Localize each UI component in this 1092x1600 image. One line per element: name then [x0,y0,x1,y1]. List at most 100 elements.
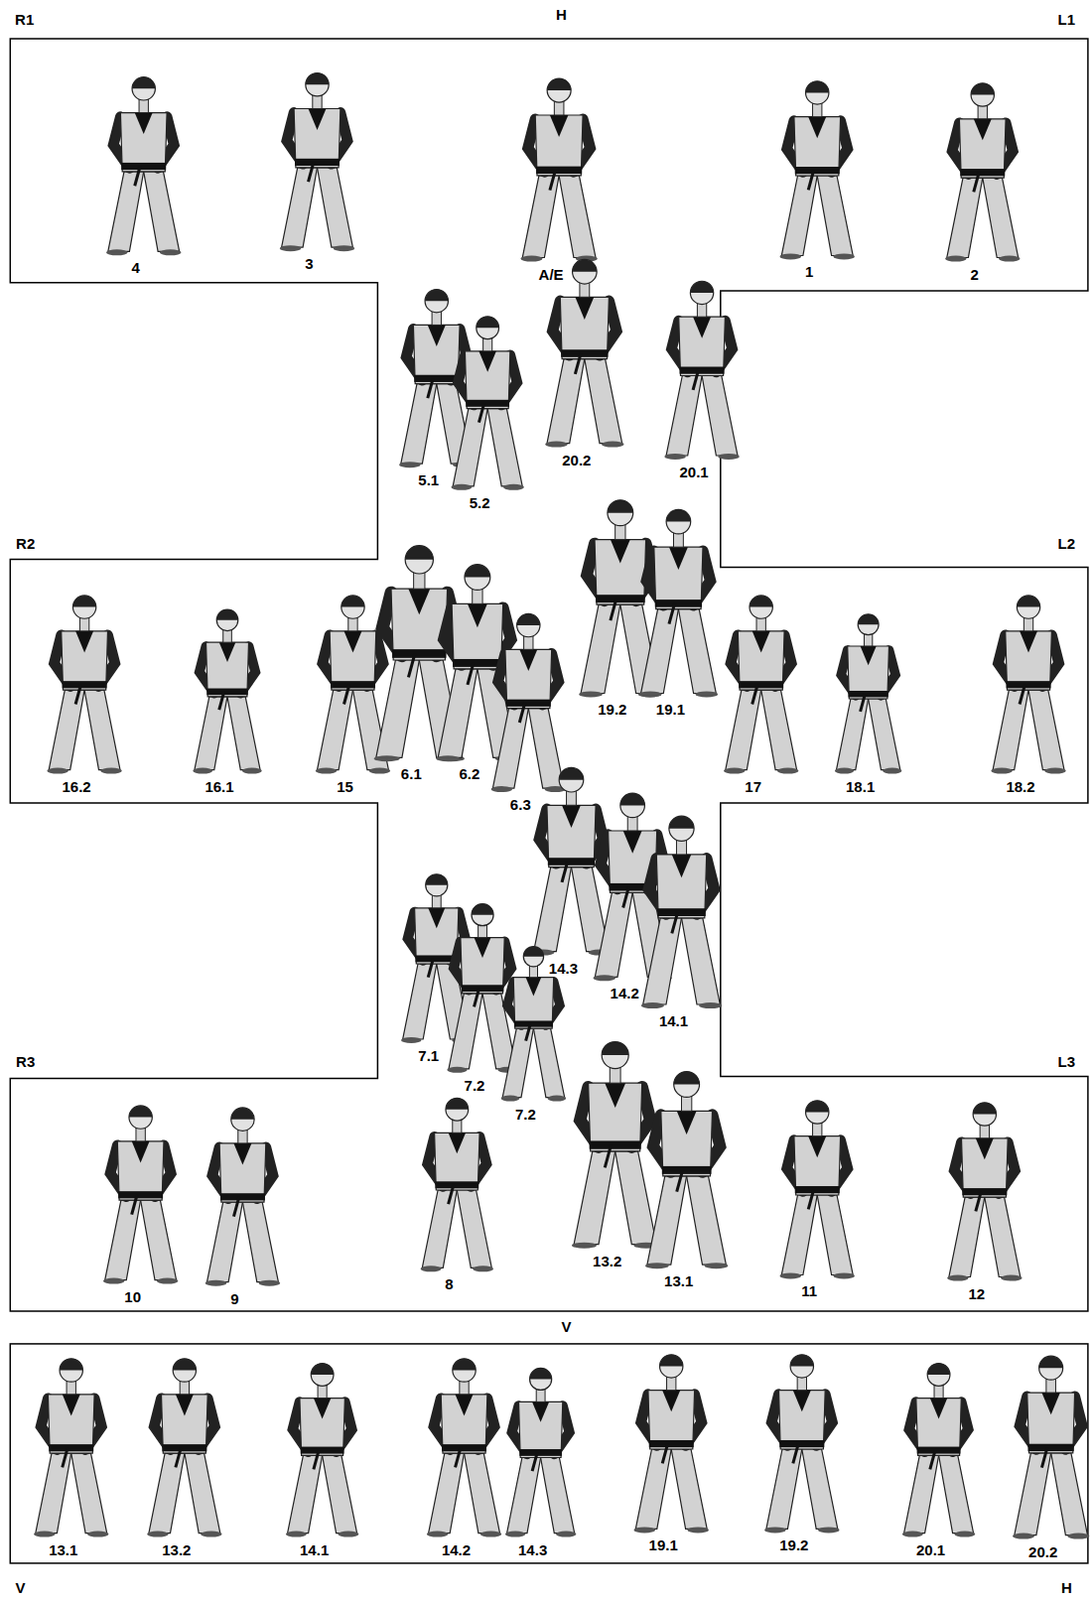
belt-tail [808,1190,814,1211]
torso-shape [958,119,1006,178]
leg-shape [184,1453,221,1534]
direction-letter: R1 [12,9,36,27]
floor-pattern-outline [9,38,1089,1312]
leg-shape [227,696,261,771]
head-shape [927,1364,951,1387]
move-number: 8 [442,1275,455,1293]
belt-tail [175,1448,181,1469]
head-shape [445,1097,469,1121]
collar-shape [692,316,711,339]
leg-shape [533,1028,564,1097]
leg-shape [558,175,596,259]
leg-shape [992,689,1029,771]
hair-shape [749,595,773,608]
belt-shape [294,158,340,166]
torso-shape [47,1394,95,1454]
leg-shape [507,1458,542,1534]
hair-shape [72,595,96,608]
foot-shape [779,253,802,260]
belt-tail [672,912,679,934]
head-shape [341,595,365,619]
foot-shape [369,768,392,775]
belt-shape [560,349,608,358]
torso-shape [737,631,785,690]
hair-shape [620,793,646,806]
torso-shape [961,1138,1009,1198]
leg-shape [947,177,983,258]
collar-shape [532,1401,549,1422]
belt-shape [795,1186,840,1194]
torso-shape [661,1110,713,1177]
collar-shape [672,854,691,878]
belt-shape [657,908,705,917]
torso-shape [161,1394,209,1454]
direction-letter: R3 [13,1053,37,1071]
belt-tail [604,1145,611,1169]
torso-shape [679,316,726,376]
foot-shape [205,1280,228,1287]
practitioner-figure [779,1100,854,1280]
leg-shape [836,698,869,771]
move-number: 16.1 [202,777,236,795]
belt-shape [738,681,784,688]
practitioner-figure [545,259,624,447]
practitioner-figure [764,1355,839,1534]
move-number: 10 [122,1287,143,1305]
foot-shape [578,690,603,697]
belt-shape [118,1191,163,1199]
torso-shape [329,631,377,690]
move-number: 2 [968,265,981,282]
leg-shape [108,171,144,252]
move-number: 14.2 [608,984,642,1002]
hair-shape [1016,595,1040,608]
leg-shape [48,689,85,771]
move-number: 19.2 [777,1536,811,1554]
belt-tail [623,887,630,909]
foot-shape [33,1531,56,1538]
head-shape [1016,595,1040,619]
foot-shape [315,768,338,775]
hair-shape [172,1359,196,1371]
collar-shape [62,1394,81,1417]
belt-shape [779,1440,824,1448]
head-shape [464,564,491,591]
leg-shape [140,1200,177,1281]
move-number: 4 [130,259,142,276]
belt-tail [135,165,140,186]
leg-shape [781,175,818,257]
belt-tail [343,684,349,705]
belt-tail [692,370,698,391]
belt-shape [649,1440,694,1448]
hair-shape [1039,1356,1064,1368]
foot-shape [1067,1533,1090,1540]
foot-shape [641,1002,665,1009]
foot-shape [546,1095,566,1102]
belt-tail [474,988,480,1008]
head-shape [558,767,584,793]
practitioner-figure [285,1364,359,1538]
foot-shape [146,1531,169,1538]
belt-tail [219,691,225,710]
belt-tail [427,958,433,978]
collar-shape [427,908,445,929]
foot-shape [633,1526,656,1533]
head-shape [857,614,879,636]
belt-tail [975,1192,981,1213]
leg-shape [456,1190,492,1268]
leg-shape [1014,1453,1052,1536]
hair-shape [305,73,329,86]
practitioner-figure [633,1355,708,1534]
belt-tail [1019,684,1025,705]
leg-shape [701,376,738,457]
move-number: 13.2 [590,1251,624,1269]
move-number: 13.1 [662,1272,695,1290]
practitioner-figure [902,1364,975,1538]
foot-shape [399,461,421,468]
torso-shape [299,1398,346,1457]
belt-shape [514,1020,553,1027]
leg-shape [904,1455,940,1533]
leg-shape [1028,689,1065,771]
hair-shape [970,83,994,96]
foot-shape [555,1531,576,1538]
